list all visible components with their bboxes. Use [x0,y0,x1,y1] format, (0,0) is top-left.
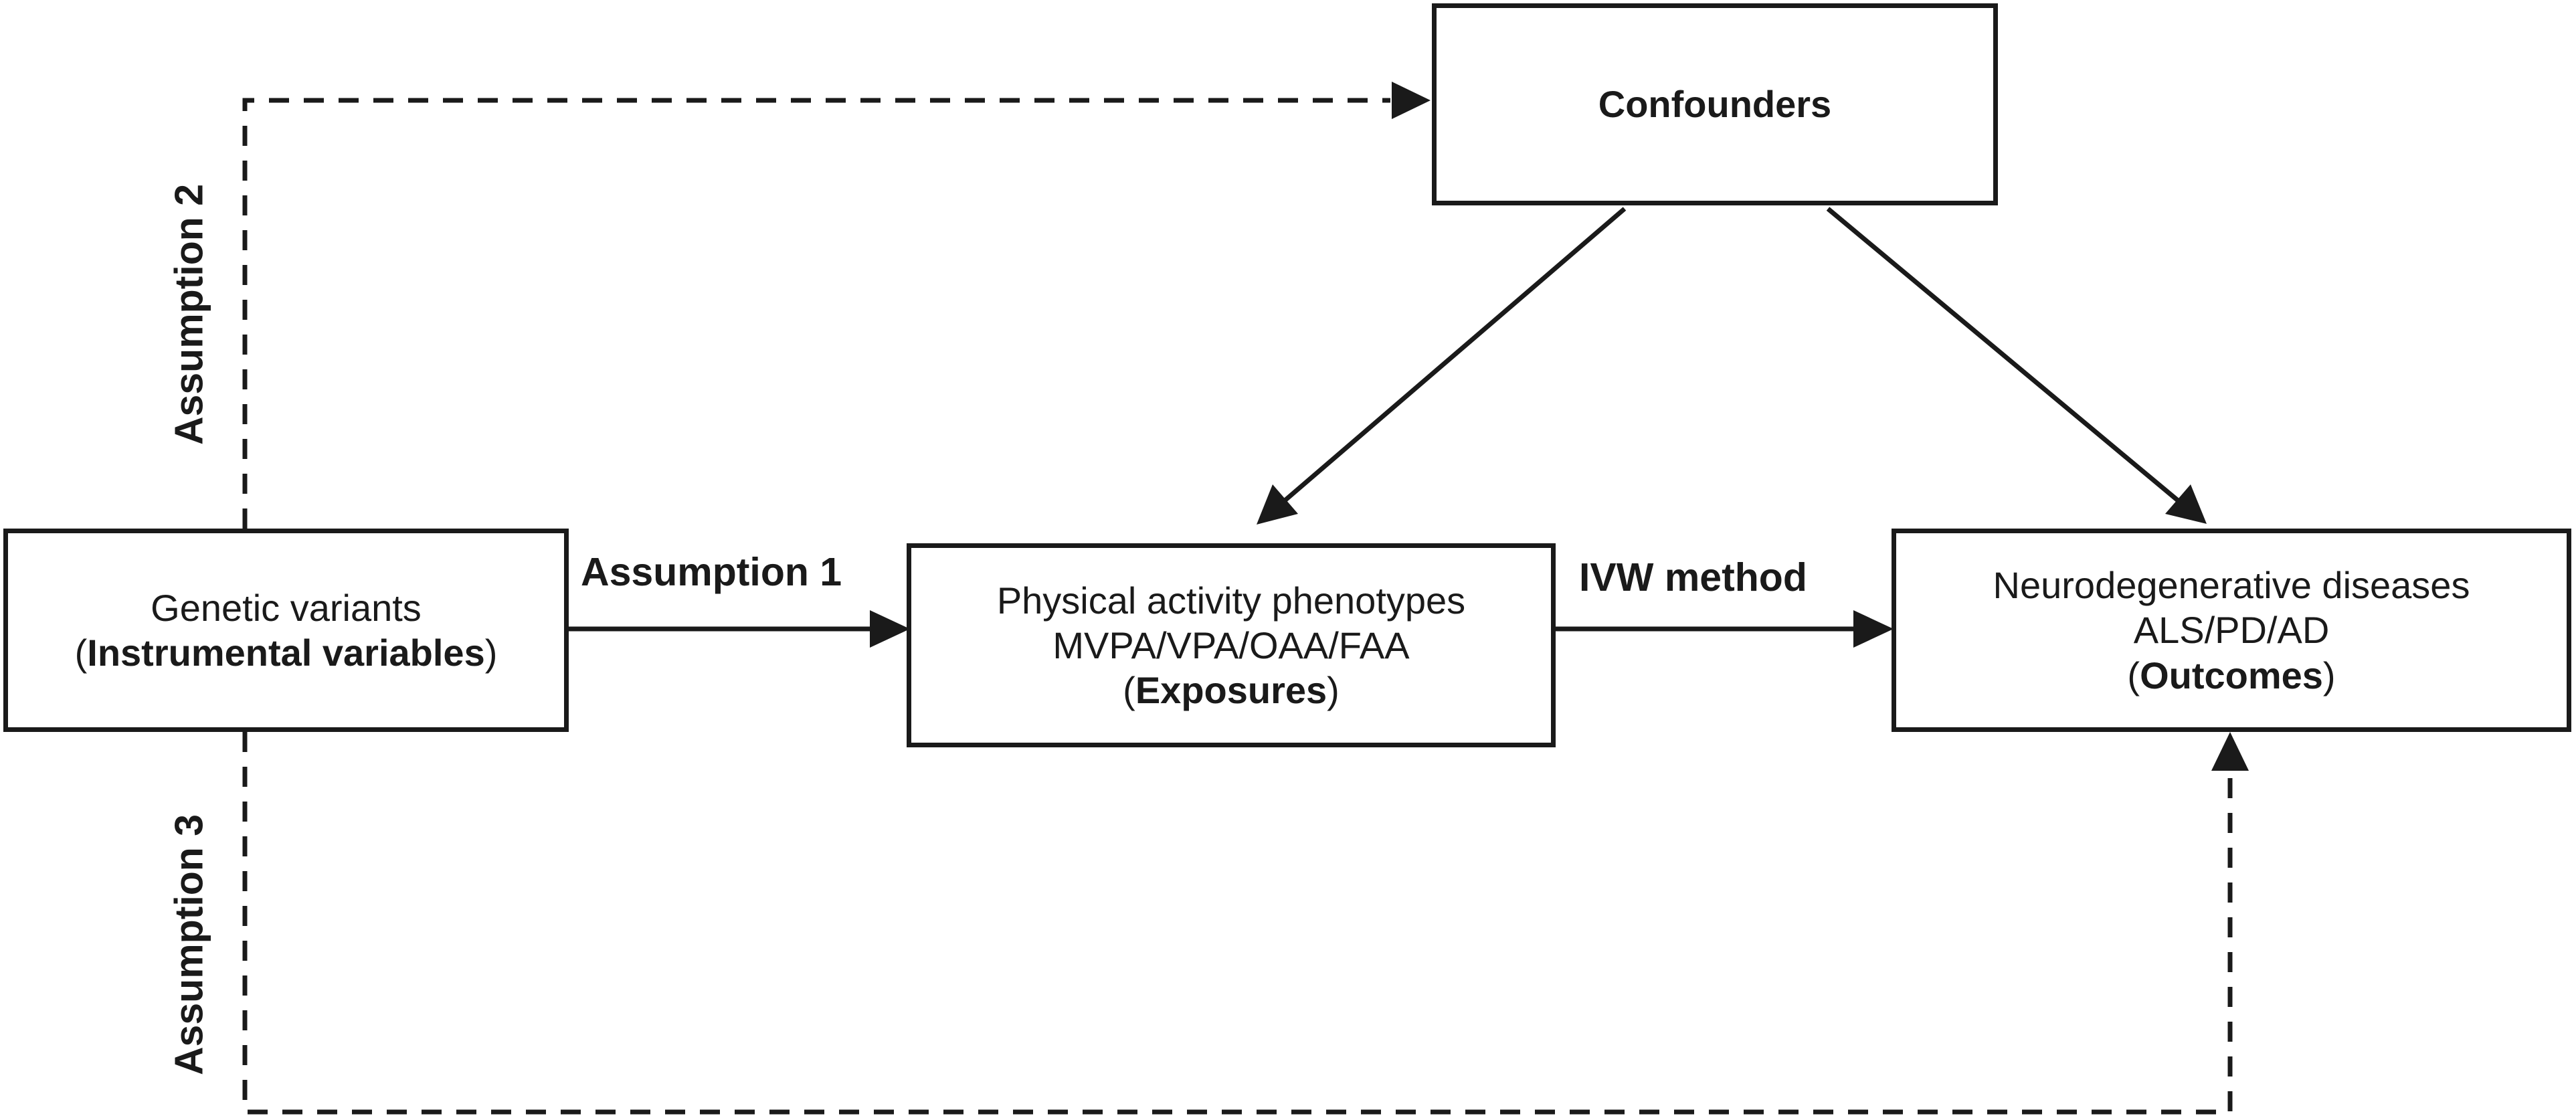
confounders-to-exposures-line [1281,207,1627,504]
instruments-line1: Genetic variants [151,586,422,629]
exposures-line3: (Exposures) [1123,668,1340,713]
confounders-to-exposures-arrowhead [1257,484,1298,525]
outcomes-line3-open: ( [2127,654,2140,696]
confounders-label: Confounders [1598,83,1832,126]
exposures-line3-close: ) [1327,669,1340,712]
instruments-line2: (Instrumental variables) [75,630,498,675]
exposures-node: Physical activity phenotypes MVPA/VPA/OA… [907,543,1556,747]
assumption-2-label: Assumption 2 [167,183,211,446]
confounders-node: Confounders [1432,3,1998,205]
exposures-line3-open: ( [1123,669,1135,712]
outcomes-line2: ALS/PD/AD [2133,609,2330,652]
assumption-1-arrowhead [870,610,910,648]
instruments-node: Genetic variants (Instrumental variables… [3,529,569,732]
instruments-line2-close: ) [484,632,498,674]
outcomes-node: Neurodegenerative diseases ALS/PD/AD (Ou… [1892,529,2571,732]
assumption-3-path [242,732,2233,1115]
assumption-1-label: Assumption 1 [581,550,842,594]
assumption-3-label: Assumption 3 [167,814,211,1076]
confounders-to-outcomes-line [1826,207,2180,502]
assumption-2-arrowhead [1392,82,1431,119]
assumption-3-arrowhead [2211,732,2249,771]
exposures-line1: Physical activity phenotypes [996,579,1466,622]
outcomes-line3-close: ) [2322,654,2336,696]
ivw-arrowhead [1853,610,1894,648]
instruments-role: Instrumental variables [87,632,485,674]
outcomes-line1: Neurodegenerative diseases [1993,564,2470,607]
assumption-2-path [242,98,1390,529]
ivw-method-label: IVW method [1579,555,1807,599]
outcomes-line3: (Outcomes) [2127,653,2335,698]
exposures-role: Exposures [1135,669,1327,712]
instruments-line2-open: ( [74,632,88,674]
outcomes-role: Outcomes [2140,654,2323,696]
exposures-line2: MVPA/VPA/OAA/FAA [1052,624,1410,666]
confounders-to-outcomes-arrowhead [2165,484,2207,524]
